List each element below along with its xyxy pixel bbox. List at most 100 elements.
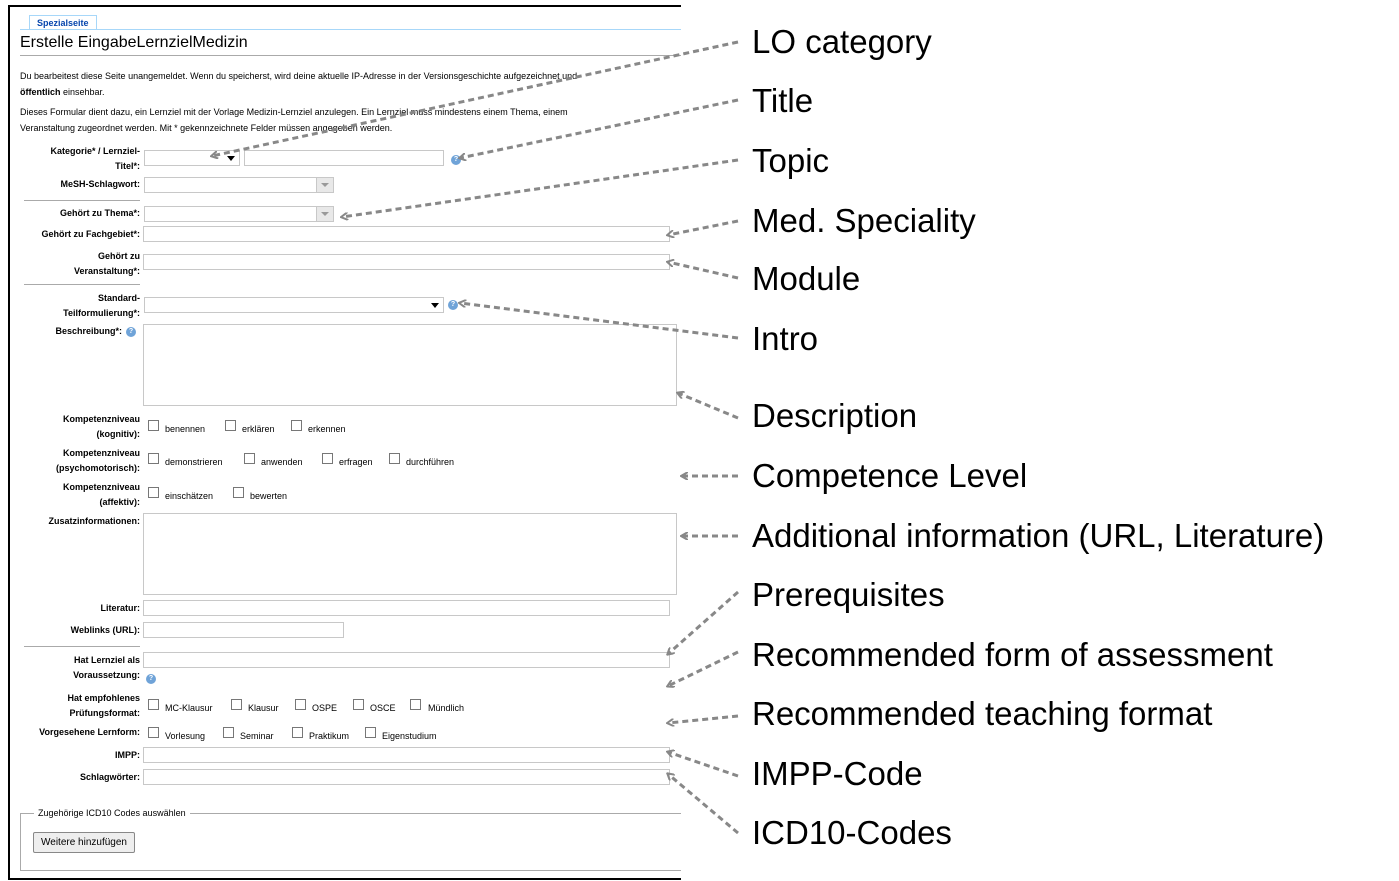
weblinks-label: Weblinks (URL): <box>70 625 140 635</box>
zusatz-textarea[interactable] <box>143 513 677 595</box>
annotation-prerequisites: Prerequisites <box>752 576 945 613</box>
mesh-combobox[interactable] <box>144 177 334 193</box>
chevron-down-icon[interactable] <box>316 207 333 221</box>
voraussetzung-label-line2: Voraussetzung: <box>73 670 140 680</box>
intro-line2: Veranstaltung zugeordnet werden. Mit * g… <box>20 123 393 133</box>
weblinks-input[interactable] <box>143 622 344 638</box>
add-more-button[interactable]: Weitere hinzufügen <box>33 832 135 853</box>
checkbox-label: erfragen <box>339 457 373 467</box>
checkbox-label: OSCE <box>370 703 396 713</box>
section-divider <box>24 200 140 201</box>
voraussetzung-label-line1: Hat Lernziel als <box>73 655 140 665</box>
thema-label: Gehört zu Thema*: <box>59 208 140 218</box>
annotation-med-speciality: Med. Speciality <box>752 202 976 239</box>
info-icon[interactable]: ? <box>146 674 156 684</box>
checkbox-erklaeren[interactable] <box>225 420 236 431</box>
checkbox-durchfuehren[interactable] <box>389 453 400 464</box>
annotation-description: Description <box>752 397 918 434</box>
fachgebiet-label: Gehört zu Fachgebiet*: <box>41 229 140 239</box>
annotation-module: Module <box>752 260 861 297</box>
zusatz-label: Zusatzinformationen: <box>48 516 141 526</box>
notice-line2: öffentlich einsehbar. <box>20 84 680 100</box>
arrow-med-speciality <box>668 219 739 235</box>
affektiv-label-line2: (affektiv): <box>99 497 140 507</box>
info-icon[interactable]: ? <box>451 155 461 165</box>
checkbox-anwenden[interactable] <box>244 453 255 464</box>
page-title: Erstelle EingabeLernzielMedizin <box>20 34 248 51</box>
anon-notice: Du bearbeitest diese Seite unangemeldet.… <box>20 68 680 100</box>
affektiv-label-line1: Kompetenzniveau <box>62 482 140 492</box>
beschreibung-textarea[interactable] <box>143 324 677 406</box>
section-divider <box>24 284 140 285</box>
checkbox-label: bewerten <box>250 491 288 501</box>
arrow-lo-category <box>212 40 739 156</box>
checkbox-benennen[interactable] <box>148 420 159 431</box>
checkbox-erkennen[interactable] <box>291 420 302 431</box>
mesh-label: MeSH-Schlagwort: <box>60 179 140 189</box>
checkbox-osce[interactable] <box>353 699 364 710</box>
arrow-description <box>678 393 739 420</box>
icd10-legend: Zugehörige ICD10 Codes auswählen <box>34 807 190 819</box>
literatur-input[interactable] <box>143 600 670 616</box>
checkbox-label: OSPE <box>312 703 338 713</box>
psychomotorisch-label: Kompetenzniveau (psychomotorisch): <box>10 446 140 476</box>
checkbox-einschaetzen[interactable] <box>148 487 159 498</box>
arrow-impp <box>668 752 739 778</box>
checkbox-klausur[interactable] <box>231 699 242 710</box>
info-icon[interactable]: ? <box>126 327 136 337</box>
checkbox-label: durchführen <box>406 457 455 467</box>
literatur-label: Literatur: <box>100 603 140 613</box>
psychomotorisch-label-line1: Kompetenzniveau <box>62 448 140 458</box>
kognitiv-label: Kompetenzniveau (kognitiv): <box>10 412 140 442</box>
thema-combobox[interactable] <box>144 206 334 222</box>
checkbox-label: anwenden <box>261 457 303 467</box>
arrow-title <box>460 98 739 158</box>
veranstaltung-label: Gehört zu Veranstaltung*: <box>10 249 140 279</box>
info-icon[interactable]: ? <box>448 300 458 310</box>
checkbox-seminar[interactable] <box>223 727 234 738</box>
schlagwoerter-label: Schlagwörter: <box>79 772 140 782</box>
checkbox-ospe[interactable] <box>295 699 306 710</box>
lernziel-title-input[interactable] <box>244 150 444 166</box>
checkbox-vorlesung[interactable] <box>148 727 159 738</box>
annotation-intro: Intro <box>752 320 819 357</box>
checkbox-muendlich[interactable] <box>410 699 421 710</box>
voraussetzung-label: Hat Lernziel als Voraussetzung: <box>10 653 140 683</box>
chevron-down-icon <box>227 156 235 161</box>
voraussetzung-input[interactable] <box>143 652 670 668</box>
standard-select[interactable] <box>144 297 444 313</box>
lernform-label: Vorgesehene Lernform: <box>39 727 140 737</box>
pruefungsformat-label: Hat empfohlenes Prüfungsformat: <box>10 691 140 721</box>
pruefungsformat-label-line1: Hat empfohlenes <box>67 693 140 703</box>
kategorie-label-line2: Titel*: <box>115 161 140 171</box>
annotation-icd10-codes: ICD10-Codes <box>752 814 952 851</box>
annotation-lo-category: LO category <box>752 23 932 60</box>
checkbox-eigenstudium[interactable] <box>365 727 376 738</box>
checkbox-praktikum[interactable] <box>292 727 303 738</box>
chevron-down-icon[interactable] <box>316 178 333 192</box>
checkbox-label: MC-Klausur <box>165 703 213 713</box>
tab-divider <box>20 29 681 30</box>
checkbox-label: Vorlesung <box>165 731 206 741</box>
checkbox-label: Seminar <box>240 731 274 741</box>
annotation-assessment: Recommended form of assessment <box>752 636 1273 673</box>
checkbox-erfragen[interactable] <box>322 453 333 464</box>
annotation-competence-level: Competence Level <box>752 457 1028 494</box>
annotation-impp-code: IMPP-Code <box>752 755 923 792</box>
veranstaltung-label-line2: Veranstaltung*: <box>73 266 140 276</box>
standard-label-line1: Standard- <box>97 293 140 303</box>
icd10-fieldset <box>20 813 701 871</box>
checkbox-demonstrieren[interactable] <box>148 453 159 464</box>
checkbox-label: erklären <box>242 424 275 434</box>
annotation-additional-information: Additional information (URL, Literature) <box>752 517 1325 554</box>
pruefungsformat-label-line2: Prüfungsformat: <box>69 708 141 718</box>
intro-text: Dieses Formular dient dazu, ein Lernziel… <box>20 104 680 136</box>
affektiv-label: Kompetenzniveau (affektiv): <box>10 480 140 510</box>
tab-spezialseite[interactable]: Spezialseite <box>29 15 97 30</box>
kategorie-label-line1: Kategorie* / Lernziel- <box>50 146 140 156</box>
checkbox-bewerten[interactable] <box>233 487 244 498</box>
chevron-down-icon <box>431 303 439 308</box>
checkbox-mc-klausur[interactable] <box>148 699 159 710</box>
standard-label: Standard- Teilformulierung*: <box>10 291 140 321</box>
